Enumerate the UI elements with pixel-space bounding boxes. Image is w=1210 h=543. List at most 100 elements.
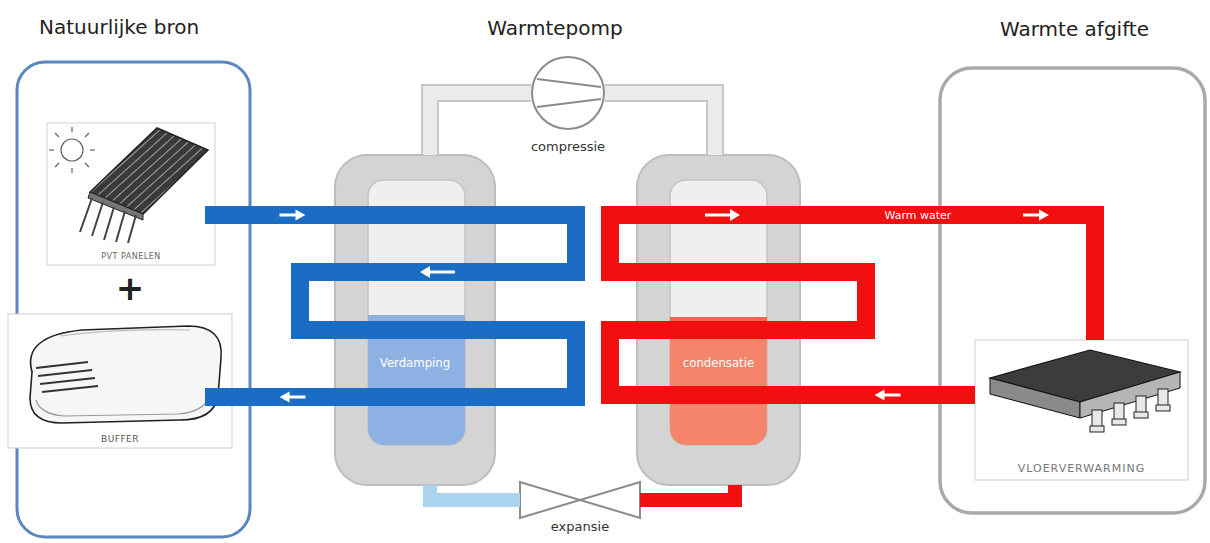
pvt-panel-illustration — [116, 211, 125, 242]
pipe — [800, 215, 1095, 340]
flow-arrow — [280, 392, 306, 403]
pvt-panel-illustration — [80, 198, 136, 243]
group-heading: Warmte afgifte — [1000, 18, 1149, 41]
evaporator-vessel — [335, 155, 495, 485]
source-pipe-coil — [205, 206, 250, 224]
pipe-connector — [800, 210, 1095, 341]
pipe — [250, 388, 335, 406]
expansion-valve-symbol — [520, 482, 580, 518]
pvt-panel-illustration — [90, 149, 95, 150]
node-label: compressie — [531, 140, 605, 155]
floor-heating-illustration — [990, 378, 1080, 418]
node-label: VLOERVERWARMING — [1018, 463, 1146, 476]
pipe — [430, 485, 520, 500]
flow-arrow — [420, 209, 740, 278]
flow-arrow — [280, 210, 306, 221]
pipe-connector — [800, 390, 975, 401]
group-heading: Natuurlijke bron — [39, 16, 199, 39]
buffer-illustration — [38, 370, 92, 376]
pvt-panel-illustration — [61, 139, 83, 161]
evaporator-vessel — [335, 155, 495, 485]
buffer-illustration — [60, 330, 190, 336]
compressor-symbol — [532, 57, 604, 129]
node-label: expansie — [551, 520, 609, 535]
heating-pipe-coil — [610, 215, 866, 395]
floor-heating-illustration — [1112, 419, 1126, 425]
expansion-valve-symbol — [520, 482, 640, 518]
source-pipe-coil — [300, 215, 576, 397]
pipe-connector — [430, 485, 520, 500]
image-box: VLOERVERWARMING — [975, 340, 1188, 480]
image-box: PVT PANELEN — [47, 123, 215, 265]
heating-pipe-coil — [610, 215, 866, 395]
floor-heating-illustration — [1090, 389, 1170, 432]
flow-arrow — [705, 209, 740, 221]
floor-heating-illustration — [1158, 389, 1168, 407]
pipe-label: Warm water — [882, 209, 955, 222]
pipe — [430, 93, 531, 155]
compressor-symbol — [532, 57, 604, 129]
pipe — [605, 93, 715, 155]
image-box: BUFFER — [8, 314, 232, 448]
compressor: compressie — [531, 56, 605, 130]
floor-heating-illustration — [1136, 396, 1146, 414]
floor-heating-illustration — [975, 340, 1188, 480]
pipe-connector — [640, 485, 735, 500]
buffer-illustration — [36, 362, 98, 392]
condenser-vessel: condensatie — [637, 155, 800, 485]
source-pipe-coil — [205, 215, 576, 397]
pvt-panel-illustration — [80, 198, 92, 232]
floor-heating-illustration — [1092, 410, 1102, 428]
flow-arrow — [420, 266, 455, 278]
section-heading: Warmtepomp — [487, 16, 622, 40]
pipe-connector — [430, 93, 531, 155]
buffer-illustration — [42, 386, 98, 392]
floor-heating-illustration — [1114, 403, 1124, 421]
flow-arrow — [1023, 210, 1049, 221]
pvt-panel-illustration — [55, 133, 59, 137]
compressor-symbol — [537, 99, 601, 107]
output-group: VLOERVERWARMINGWarmte afgifte — [940, 68, 1205, 513]
pvt-panel-illustration — [128, 215, 136, 243]
buffer-illustration — [8, 314, 232, 448]
flow-arrow — [875, 390, 901, 401]
pipe — [640, 485, 735, 500]
pvt-panel-illustration — [47, 123, 215, 265]
pvt-panel-illustration — [71, 127, 72, 132]
pvt-panel-illustration — [85, 163, 89, 167]
buffer-illustration — [8, 314, 232, 448]
floor-heating-illustration — [975, 340, 1188, 480]
evaporator-vessel: Verdamping — [335, 155, 495, 485]
pvt-panel-illustration — [55, 163, 59, 167]
pvt-panel-illustration — [92, 202, 103, 236]
output-group-outline — [940, 68, 1205, 513]
compressor-symbol — [537, 79, 601, 87]
buffer-illustration — [36, 392, 212, 416]
pvt-panel-illustration — [71, 168, 72, 173]
node-label: PVT PANELEN — [101, 252, 161, 261]
source-pipe-coil — [205, 388, 250, 406]
pipe-connector — [605, 93, 715, 155]
pipe-connector — [250, 210, 335, 221]
pipe — [800, 386, 975, 404]
plus-sign: + — [116, 268, 145, 308]
condenser-vessel — [637, 155, 800, 485]
node-label: BUFFER — [101, 434, 139, 444]
source-group-outline — [17, 62, 250, 537]
pipe-outline — [605, 93, 715, 155]
pipe — [250, 206, 335, 224]
floor-heating-illustration — [1156, 405, 1170, 411]
condenser-vessel — [637, 155, 800, 485]
expansion-valve: expansie — [520, 482, 640, 518]
pvt-panel-illustration — [49, 127, 95, 173]
pipe-outline — [430, 93, 531, 155]
pipe-connector — [250, 392, 335, 403]
floor-heating-illustration — [1090, 426, 1104, 432]
output-group-outline — [940, 68, 1205, 513]
buffer-illustration — [40, 378, 95, 384]
node-label: Verdamping — [335, 357, 495, 370]
floor-heating-illustration — [1134, 412, 1148, 418]
pvt-panel-illustration — [47, 123, 215, 265]
buffer-illustration — [36, 362, 88, 368]
